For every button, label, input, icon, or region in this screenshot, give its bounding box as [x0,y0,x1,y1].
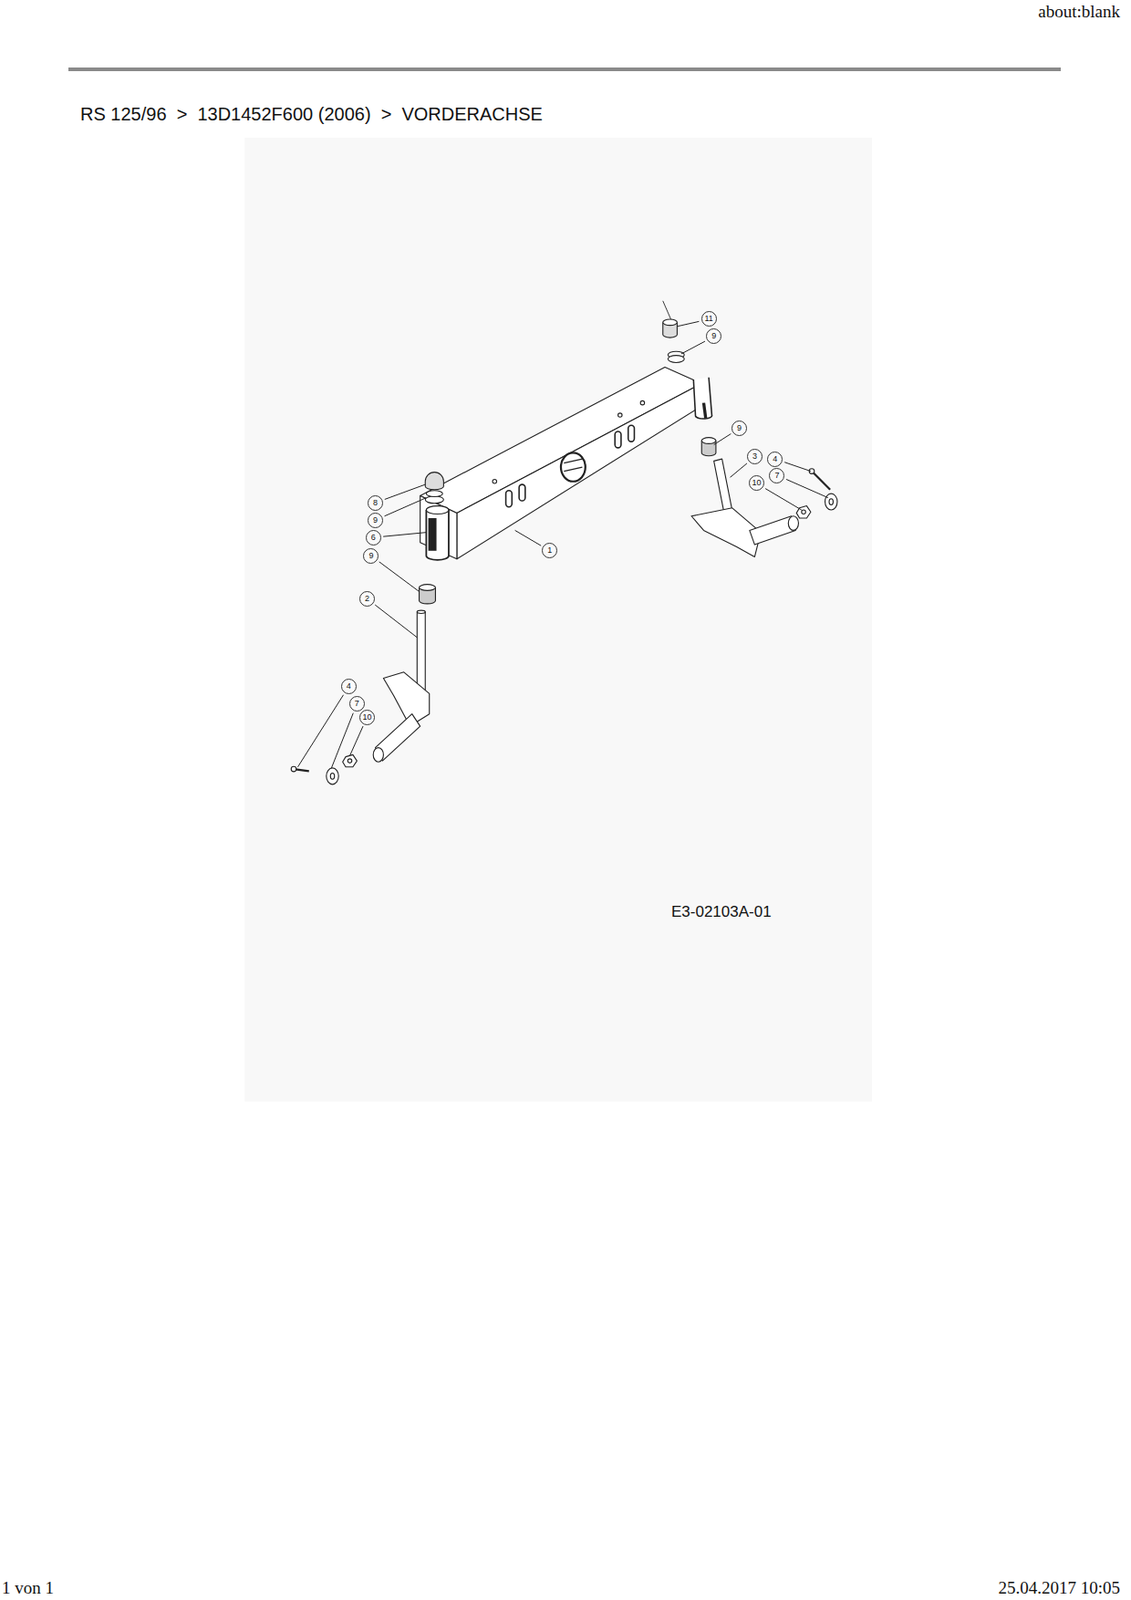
page-count: 1 von 1 [1,1577,54,1598]
callout-number: 11 [701,311,717,327]
callout-number: 4 [767,451,783,467]
leader-line [515,529,542,546]
browser-header: about:blank [1037,1,1121,22]
callout-number: 8 [367,495,384,511]
callout-number: 10 [359,709,375,726]
leader-line [374,604,417,638]
print-date: 25.04.2017 10:05 [997,1577,1121,1598]
drawing-code: E3-02103A-01 [671,902,772,922]
leader-line [786,478,829,498]
leader-line [384,484,426,499]
callout-number: 9 [367,512,384,529]
leader-line [350,726,364,756]
callout-number: 7 [768,467,785,484]
callout-number: 7 [349,695,365,712]
callout-number: 6 [365,529,382,546]
leader-line [681,341,706,354]
leader-line [676,321,699,326]
leader-line [384,498,427,517]
leader-line [714,434,732,446]
leader-line [730,463,748,478]
leader-line [765,488,802,510]
header-rule [68,67,1061,72]
callout-number: 4 [341,678,357,695]
leader-line [784,462,811,472]
breadcrumb-title: RS 125/96 > 13D1452F600 (2006) > VORDERA… [80,103,543,125]
leader-line [383,532,426,538]
leader-line [331,713,353,768]
leader-line [379,561,420,592]
callout-number: 2 [359,591,375,607]
